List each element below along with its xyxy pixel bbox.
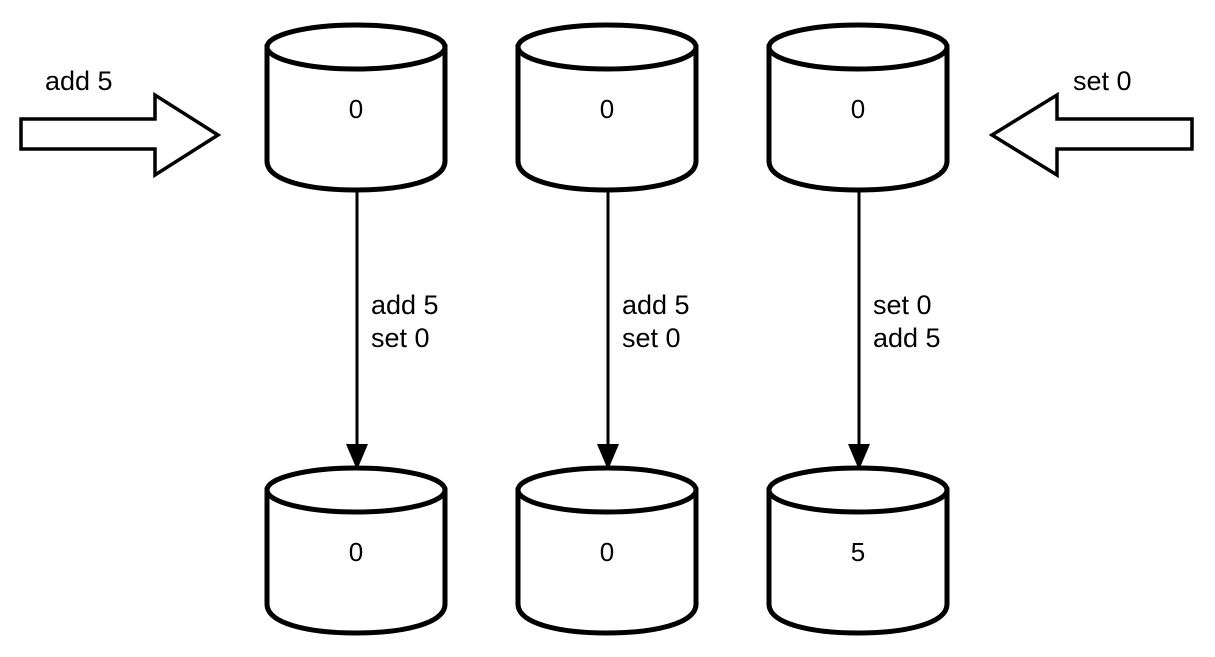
replica-3-connector	[848, 190, 870, 470]
replica-2-operation-1: add 5	[622, 290, 690, 320]
replica-3-top-cylinder[interactable]: 0	[766, 22, 950, 193]
replica-2-top-cylinder-lid	[515, 22, 699, 72]
replica-1-connector	[346, 190, 368, 470]
replica-2-bottom-cylinder[interactable]: 0	[515, 465, 699, 636]
replica-1-bottom-cylinder-lid	[264, 465, 448, 515]
left-input-arrow-shape	[19, 91, 222, 179]
replica-3-bottom-cylinder[interactable]: 5	[766, 465, 950, 636]
right-input-arrow-shape	[988, 91, 1194, 179]
replica-3-operation-2: add 5	[873, 323, 941, 353]
replica-2-top-cylinder-body	[515, 44, 699, 193]
replica-1-top-cylinder-lid	[264, 22, 448, 72]
replica-1-operation-1: add 5	[371, 290, 439, 320]
replica-1-column: 0 add 5 set 0 0	[264, 22, 448, 636]
replica-1-operation-2: set 0	[371, 323, 430, 353]
replica-2-bottom-cylinder-lid	[515, 465, 699, 515]
replica-1-connector-arrowhead	[346, 444, 368, 470]
replica-1-bottom-cylinder[interactable]: 0	[264, 465, 448, 636]
replica-2-bottom-value: 0	[600, 537, 614, 567]
replica-2-operation-2: set 0	[622, 323, 681, 353]
right-input-arrow-label: set 0	[1073, 66, 1132, 96]
replica-1-bottom-cylinder-body	[264, 487, 448, 636]
replica-3-top-cylinder-lid	[766, 22, 950, 72]
left-input-arrow-label: add 5	[45, 66, 113, 96]
replica-1-top-value: 0	[349, 94, 363, 124]
replica-3-bottom-cylinder-body	[766, 487, 950, 636]
replica-3-top-value: 0	[851, 94, 865, 124]
replica-3-column: 0 set 0 add 5 5	[766, 22, 950, 636]
replica-2-connector	[597, 190, 619, 470]
left-input-arrow[interactable]: add 5	[19, 66, 222, 179]
replica-3-operation-1: set 0	[873, 290, 932, 320]
replica-3-bottom-cylinder-lid	[766, 465, 950, 515]
replica-3-bottom-value: 5	[851, 537, 865, 567]
replica-3-top-cylinder-body	[766, 44, 950, 193]
right-input-arrow[interactable]: set 0	[988, 66, 1194, 179]
replica-1-top-cylinder-body	[264, 44, 448, 193]
replica-2-top-value: 0	[600, 94, 614, 124]
replica-2-column: 0 add 5 set 0 0	[515, 22, 699, 636]
replica-2-bottom-cylinder-body	[515, 487, 699, 636]
replica-1-top-cylinder[interactable]: 0	[264, 22, 448, 193]
replica-1-bottom-value: 0	[349, 537, 363, 567]
replica-3-connector-arrowhead	[848, 444, 870, 470]
replica-2-top-cylinder[interactable]: 0	[515, 22, 699, 193]
replica-2-connector-arrowhead	[597, 444, 619, 470]
